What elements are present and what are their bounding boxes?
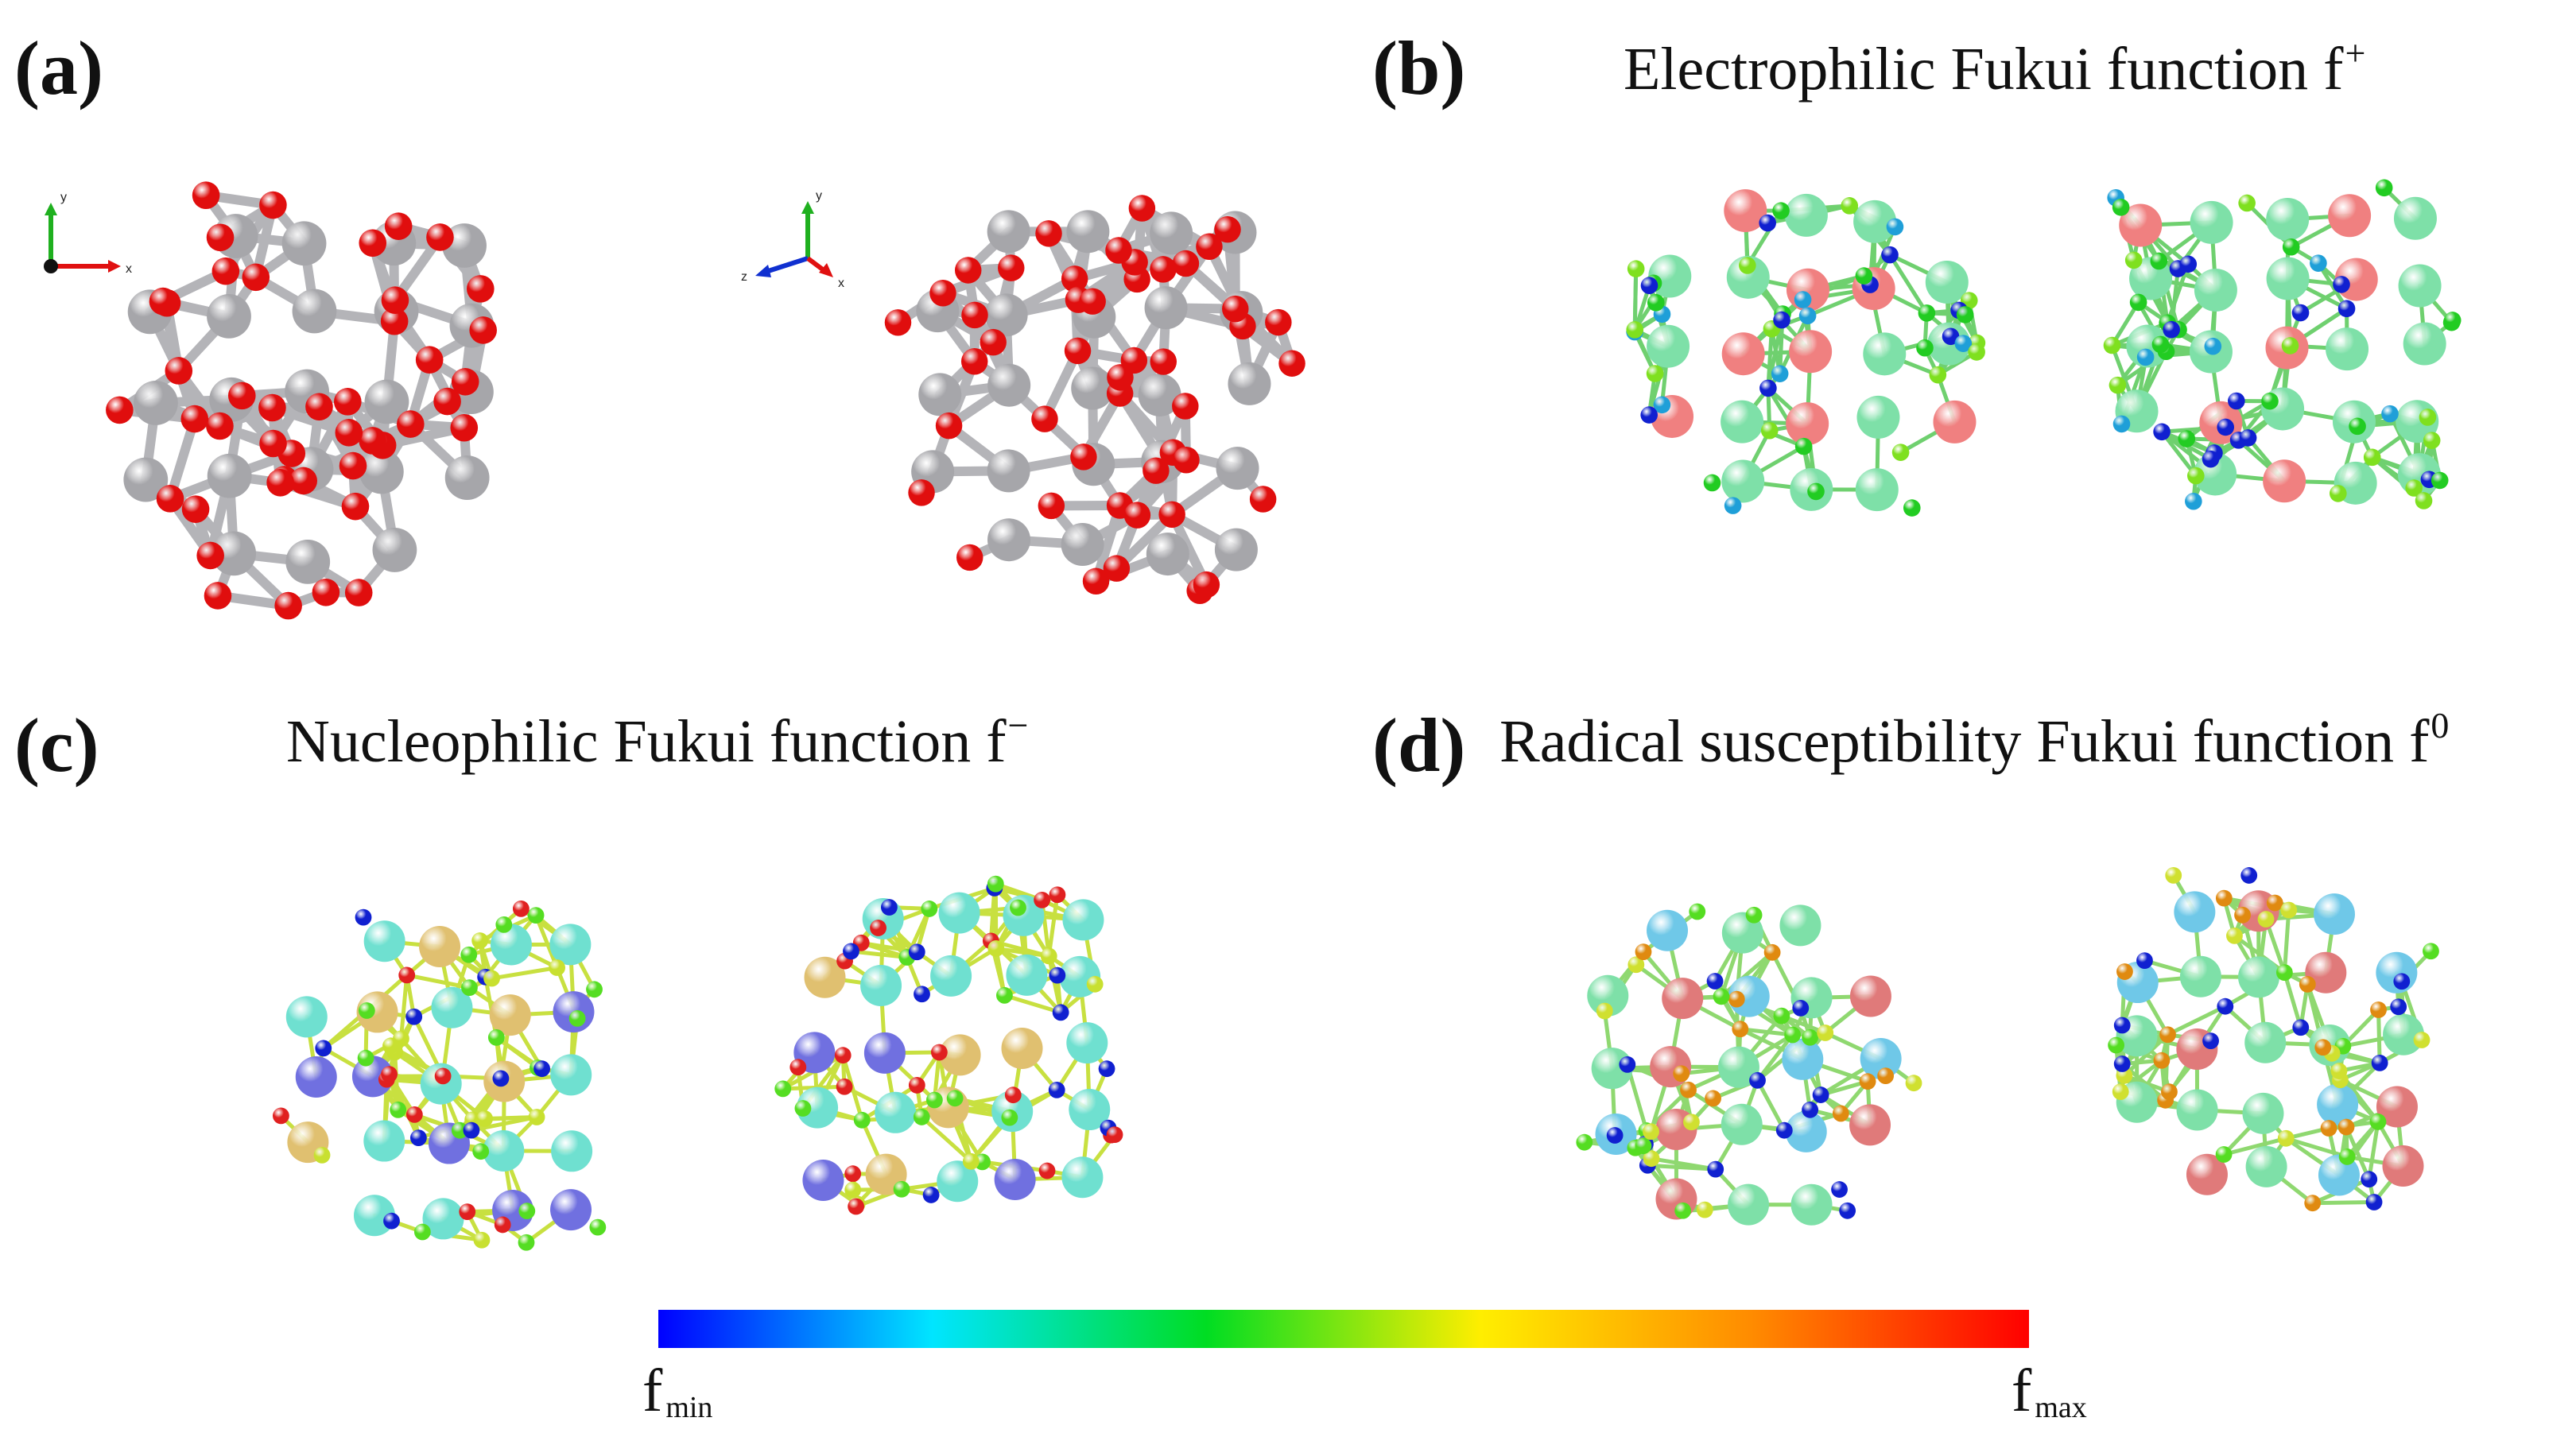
colorbar-min-f: f <box>642 1358 663 1424</box>
cluster-a-side-view <box>884 195 1305 605</box>
panel-title-b: Electrophilic Fukui function f+ <box>1624 33 2366 100</box>
axis-label-y-side: y <box>816 189 822 203</box>
panel-title-b-text: Electrophilic Fukui function f <box>1624 36 2344 103</box>
panel-label-b: (b) <box>1372 25 1466 110</box>
panel-title-c-sup: − <box>1007 705 1029 746</box>
panel-label-d: (d) <box>1372 703 1466 788</box>
cluster-a-front-view <box>106 181 497 620</box>
axis-label-x-side: x <box>838 277 844 290</box>
cluster-c-front-view <box>273 901 607 1251</box>
panel-label-a: (a) <box>14 25 103 110</box>
axis-label-x-front: x <box>126 262 132 276</box>
cluster-b-front-view <box>1626 189 1986 517</box>
axes-triad-front: y x <box>44 191 132 276</box>
cluster-b-side-view <box>2103 179 2462 510</box>
cluster-d-front-view <box>1576 903 1922 1226</box>
cluster-c-side-view <box>774 875 1123 1215</box>
panel-title-d-sup: 0 <box>2431 705 2450 746</box>
axis-label-y-front: y <box>60 191 67 204</box>
axis-label-z-side: z <box>741 270 747 284</box>
panel-title-d-text: Radical susceptibility Fukui function f <box>1499 708 2430 775</box>
colorbar-gradient <box>658 1310 2029 1348</box>
cluster-d-side-view <box>2108 866 2439 1212</box>
colorbar-max-f: f <box>2012 1358 2032 1424</box>
axes-triad-side: y z x <box>741 189 844 290</box>
panel-title-c: Nucleophilic Fukui function f− <box>286 705 1029 775</box>
colorbar-min-sub: min <box>665 1391 713 1424</box>
panel-title-c-text: Nucleophilic Fukui function f <box>286 708 1007 775</box>
panel-title-d: Radical susceptibility Fukui function f0 <box>1499 705 2450 775</box>
panel-label-c: (c) <box>14 703 99 788</box>
panel-title-b-sup: + <box>2345 33 2366 73</box>
colorbar-max-sub: max <box>2035 1391 2087 1424</box>
